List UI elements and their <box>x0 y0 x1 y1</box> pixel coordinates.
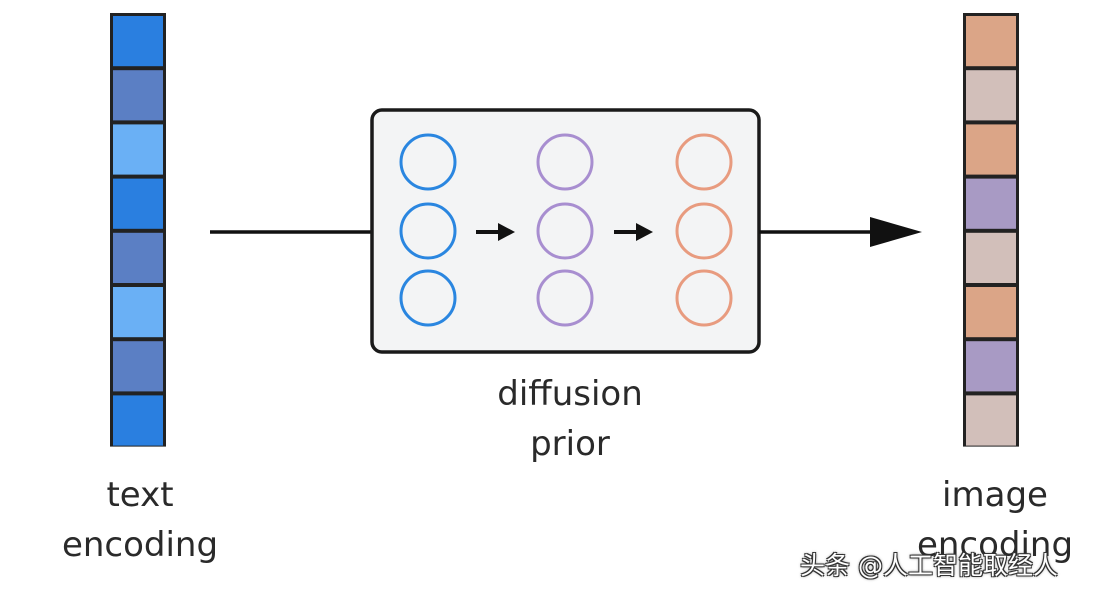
diffusion-prior-box <box>370 108 761 354</box>
image-encoding-cell <box>966 341 1016 392</box>
image-encoding-cell <box>966 178 1016 229</box>
image-encoding-label-line-1: image <box>942 475 1048 515</box>
output-arrow <box>759 217 922 247</box>
node-circle <box>536 133 594 191</box>
text-encoding-label-line-1: text <box>106 475 174 515</box>
node-circle <box>675 202 733 260</box>
inner-arrow-1 <box>476 223 515 241</box>
text-encoding-cell <box>113 70 163 121</box>
diffusion-prior-label-line-2: prior <box>530 424 610 464</box>
image-encoding-label: image encoding <box>905 470 1085 570</box>
node-circle <box>399 202 457 260</box>
text-encoding-cell <box>113 16 163 67</box>
node-circle <box>399 269 457 327</box>
diffusion-prior-label: diffusion prior <box>470 369 670 469</box>
node-circle <box>536 269 594 327</box>
image-encoding-cell <box>966 395 1016 446</box>
text-encoding-cell <box>113 232 163 283</box>
text-encoding-cell <box>113 395 163 446</box>
text-encoding-cell <box>113 124 163 175</box>
text-encoding-vector <box>110 13 166 447</box>
image-encoding-cell <box>966 232 1016 283</box>
diffusion-circles <box>399 133 733 327</box>
image-encoding-cell <box>966 124 1016 175</box>
image-encoding-cell <box>966 70 1016 121</box>
node-circle <box>675 269 733 327</box>
node-circle <box>675 133 733 191</box>
text-encoding-cell <box>113 341 163 392</box>
image-encoding-label-line-2: encoding <box>916 525 1074 565</box>
node-circle <box>536 202 594 260</box>
text-encoding-label-line-2: encoding <box>61 525 219 565</box>
node-circle <box>399 133 457 191</box>
text-encoding-label: text encoding <box>50 470 230 570</box>
text-encoding-cell <box>113 178 163 229</box>
image-encoding-cell <box>966 287 1016 338</box>
text-encoding-cell <box>113 287 163 338</box>
diffusion-prior-label-line-1: diffusion <box>497 374 643 414</box>
inner-arrow-2 <box>614 223 653 241</box>
image-encoding-vector <box>963 13 1019 447</box>
image-encoding-cell <box>966 16 1016 67</box>
watermark-text: 头条 @人工智能取经人 <box>800 551 1058 580</box>
